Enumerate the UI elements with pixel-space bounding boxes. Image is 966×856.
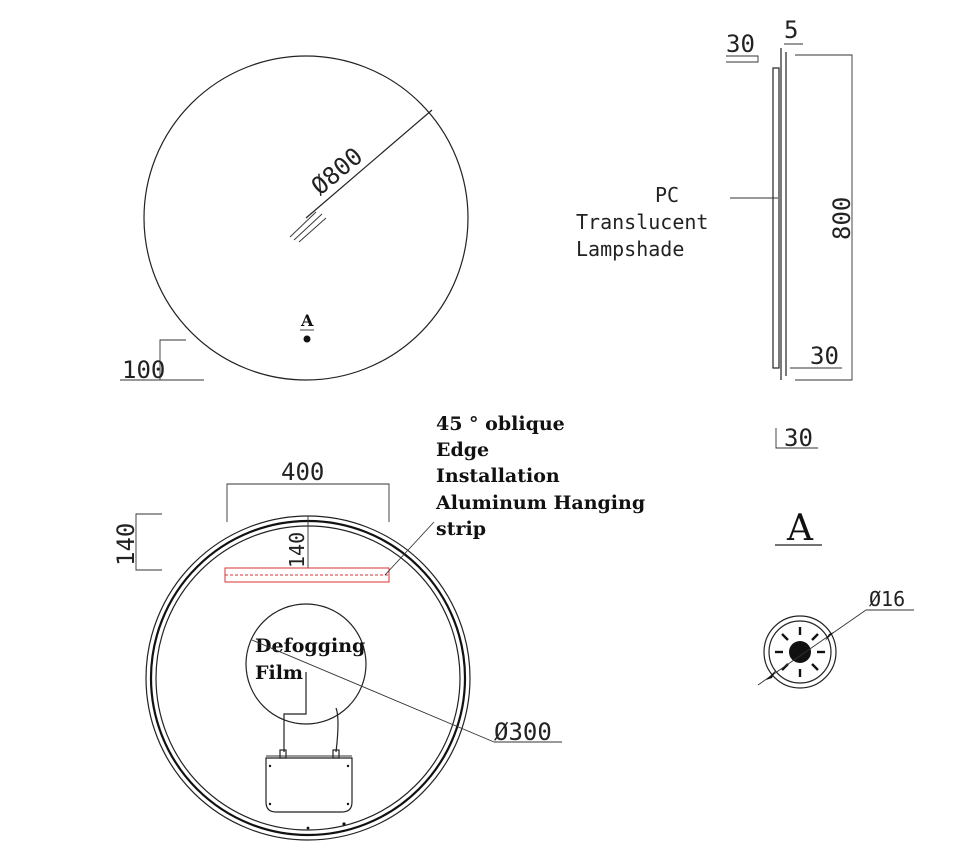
detail-arrow-1: [766, 670, 776, 680]
top-dim-left: 30: [726, 30, 755, 58]
ring-screw: [342, 822, 346, 826]
hanging-note-line-5: strip: [436, 518, 486, 540]
detail-inner-ring: [768, 620, 832, 684]
bottom-dim: 30: [810, 342, 839, 370]
diameter-leader: [305, 109, 433, 219]
box-screw-1: [268, 764, 272, 768]
front-view: Ø800 A 100: [120, 55, 469, 384]
bottom-offset-label: 100: [122, 356, 165, 384]
film-diameter-label: Ø300: [494, 718, 552, 746]
strip-offset-inner-label: 140: [285, 532, 309, 568]
depth-dim-line: [775, 428, 818, 449]
depth-label: 30: [784, 424, 813, 452]
hanging-strip-leader: [384, 521, 435, 576]
marker-dot: [303, 335, 311, 343]
strip-width-label: 400: [281, 458, 324, 486]
hanging-note-line-3: Installation: [436, 465, 560, 487]
glass-hatch: [289, 211, 327, 243]
film-line-1: Defogging: [255, 635, 365, 657]
detail-arrow-2: [825, 632, 834, 641]
marker-label: A: [300, 311, 314, 330]
strip-offset-dimension: [135, 513, 162, 571]
side-view: 30 5 800 30 PC Translucent Lampshade 30: [576, 16, 856, 452]
detail-outer-ring: [763, 615, 837, 689]
light-dot: [789, 641, 811, 663]
film-line-2: Film: [255, 662, 303, 684]
height-label: 800: [828, 197, 856, 240]
top-dim-right: 5: [784, 16, 798, 44]
ring-screw-2: [306, 826, 310, 830]
film-diameter-leader: [251, 639, 495, 743]
detail-diameter-label: Ø16: [869, 587, 905, 611]
light-rays: [775, 627, 825, 677]
strip-offset-label: 140: [112, 523, 140, 566]
bottom-offset-extension: [159, 339, 186, 380]
strip-width-dimension: [226, 483, 390, 522]
defogging-film-circle: [245, 603, 367, 725]
box-screw-4: [346, 802, 350, 806]
box-screw-2: [346, 764, 350, 768]
lampshade-profile: [772, 67, 780, 369]
hanging-note-line-2: Edge: [436, 439, 489, 461]
mirror-front-circle: [143, 55, 469, 381]
box-screw-3: [268, 802, 272, 806]
lampshade-line-2: Translucent: [576, 210, 708, 234]
detail-title: A: [786, 508, 814, 549]
lampshade-line-1: PC: [655, 183, 679, 207]
hanging-note-line-1: 45 ° oblique: [436, 413, 565, 435]
back-view: 400 140 140 45 ° oblique Edge Installati…: [112, 413, 645, 841]
height-dimension: [795, 54, 853, 381]
power-box: [265, 757, 353, 813]
wire-left: [283, 672, 307, 752]
hanging-note-line-4: Aluminum Hanging: [435, 492, 645, 514]
back-ring-inner: [155, 525, 461, 831]
lampshade-line-3: Lampshade: [576, 237, 684, 261]
detail-view: A Ø16: [757, 508, 914, 689]
terminal-left: [279, 749, 287, 759]
wire-right: [335, 707, 339, 753]
top-dim-left-line: [726, 55, 759, 63]
detail-diameter-leader: [757, 609, 867, 686]
